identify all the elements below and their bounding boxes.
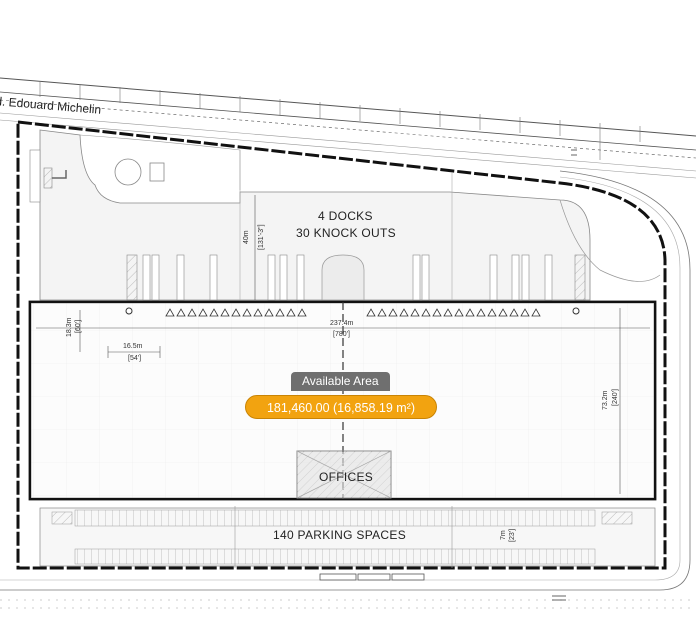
bay-depth-m: 18.3m [66, 317, 73, 337]
dock-depth-ft: [131'-3"] [258, 224, 265, 250]
site-boundary [16, 120, 667, 570]
offices-label: OFFICES [319, 470, 374, 484]
street [0, 77, 696, 179]
street-ticks [39, 81, 641, 160]
bay-depth-ft: [60'] [75, 319, 82, 333]
dock-doors [165, 308, 541, 317]
available-area-value[interactable]: 181,460.00 (16,858.19 m²) [245, 395, 437, 419]
parking-depth-ft: [23'] [509, 528, 516, 542]
parking-depth-m: 7m [500, 530, 507, 540]
building-depth-m: 73.2m [602, 390, 609, 410]
perimeter-road [0, 170, 691, 591]
knock-outs-label: 30 KNOCK OUTS [296, 226, 396, 240]
available-area-tag: Available Area [291, 372, 390, 391]
drive-in-door-left [125, 307, 133, 315]
building-depth-ft: [240'] [612, 389, 619, 406]
trailer-stalls-left [126, 254, 305, 301]
center-island [321, 254, 365, 301]
drive-in-door-right [572, 307, 580, 315]
dock-depth-m: 40m [243, 230, 250, 244]
bay-width-m: 16.5m [123, 343, 143, 350]
building-width-m: 237.4m [330, 320, 354, 327]
turnaround-circle [114, 158, 142, 186]
building-width-ft: [780'] [333, 331, 350, 338]
parking-label: 140 PARKING SPACES [273, 528, 407, 542]
bay-width-ft: [54'] [128, 355, 142, 362]
guard-booth [149, 162, 165, 182]
trailer-stalls-right [412, 254, 586, 301]
docks-label: 4 DOCKS [318, 209, 373, 223]
